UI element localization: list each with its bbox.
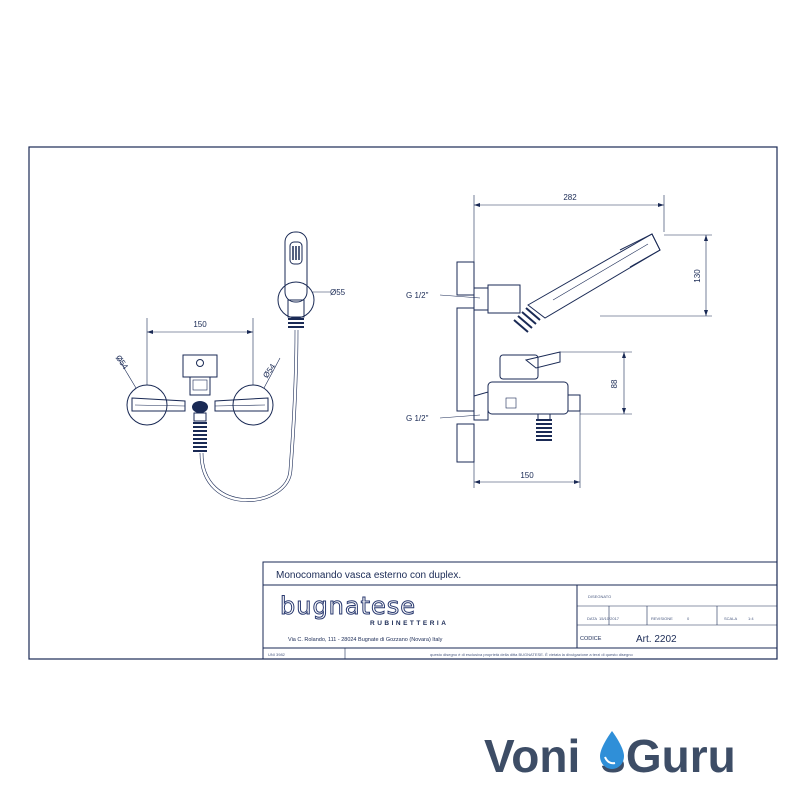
side-view: 282 130 G 1/2" G 1/2"	[406, 193, 712, 488]
side-dim-height-lower-label: 88	[610, 379, 619, 388]
watermark-part-1: Voni	[484, 730, 580, 782]
left-arm	[131, 397, 186, 412]
arrow	[247, 330, 253, 334]
spout-outlet	[567, 394, 581, 412]
wall-block-top	[456, 261, 475, 296]
wall-block-bottom	[456, 423, 475, 463]
thread-lower-leader	[439, 414, 481, 419]
brand-logo: bugnatese	[280, 592, 416, 620]
brand-subtitle: RUBINETTERIA	[370, 620, 448, 627]
vonios-guru-watermark: VonisGuru	[484, 730, 736, 782]
sheet-border	[28, 146, 778, 660]
code-value: Art. 2202	[636, 634, 677, 645]
left-arm-edge	[134, 404, 186, 407]
side-dim-height-upper-label: 130	[693, 269, 702, 283]
holder-hose-thread	[513, 307, 541, 333]
diverter-side	[505, 397, 517, 409]
mixer-body-inner	[192, 379, 208, 391]
hose-thread	[193, 422, 207, 452]
left-dia-label: Ø54	[114, 353, 130, 371]
arrow	[704, 310, 708, 316]
handset-holder-clip	[287, 299, 305, 318]
date-label: DATA	[587, 616, 597, 621]
title-block: Monocomando vasca esterno con duplex. bu…	[262, 561, 778, 660]
left-escutcheon	[126, 384, 168, 426]
scale-label: SCALA	[724, 616, 737, 621]
hand-shower-edge	[552, 243, 649, 301]
drawing-title: Monocomando vasca esterno con duplex.	[276, 570, 461, 581]
handset-dia-label: Ø55	[330, 288, 346, 297]
thread-lower-label: G 1/2"	[406, 414, 429, 423]
right-dia-label: Ø54	[261, 362, 277, 380]
right-arm	[214, 397, 269, 412]
right-dia-leader	[263, 357, 281, 389]
arrow	[658, 203, 664, 207]
code-label: CODICE	[580, 636, 602, 642]
arrow	[147, 330, 153, 334]
arrow	[474, 203, 480, 207]
thread-upper-label: G 1/2"	[406, 291, 429, 300]
thread-upper-leader	[439, 294, 481, 299]
left-dia-leader	[117, 357, 137, 389]
watermark-part-3: Guru	[626, 730, 736, 782]
front-dim-width-label: 150	[193, 320, 207, 329]
diverter-knob	[192, 401, 208, 413]
lower-hose-connector	[537, 413, 551, 421]
mixer-body-side	[487, 381, 569, 415]
holder-body	[487, 284, 521, 314]
side-dim-total-width-label: 282	[563, 193, 577, 202]
holder-thread	[288, 318, 304, 328]
hose-connector	[193, 412, 207, 422]
mixer-body	[189, 376, 211, 396]
front-view: 150 Ø54 Ø54	[114, 231, 346, 502]
arrow	[574, 480, 580, 484]
hand-shower-head	[289, 241, 303, 265]
revision-value: 0	[687, 616, 690, 621]
arrow	[622, 408, 626, 414]
shower-hose	[199, 329, 299, 502]
drawn-label: DISEGNATO	[588, 594, 611, 599]
mixer-connector	[473, 391, 489, 421]
mixer-lever-side	[524, 351, 561, 369]
lower-hose-thread	[536, 419, 552, 441]
holder-base	[473, 287, 489, 311]
lever-dot	[196, 359, 204, 367]
shower-hose-inner	[202, 329, 296, 499]
arrow	[704, 235, 708, 241]
water-drop-icon	[600, 731, 624, 769]
footer-ownership-note: questo disegno è di esclusiva proprietà …	[430, 652, 633, 657]
revision-label: REVISIONE	[651, 616, 673, 621]
arrow	[474, 480, 480, 484]
wall-block-middle	[456, 307, 475, 412]
scale-value: 1:4	[748, 616, 754, 621]
date-value: 15/10/2017	[599, 616, 620, 621]
hand-shower-head-side	[619, 233, 661, 268]
hand-shower	[284, 231, 308, 303]
footer-standard: UNI 3982	[268, 652, 286, 657]
right-arm-edge	[214, 404, 266, 407]
watermark-text: VonisGuru	[484, 730, 736, 782]
company-address: Via C. Rolando, 111 - 28024 Bugnate di G…	[288, 637, 443, 643]
arrow	[622, 352, 626, 358]
title-block-frame	[262, 561, 778, 660]
right-escutcheon	[232, 384, 274, 426]
side-dim-depth-lower-label: 150	[520, 471, 534, 480]
